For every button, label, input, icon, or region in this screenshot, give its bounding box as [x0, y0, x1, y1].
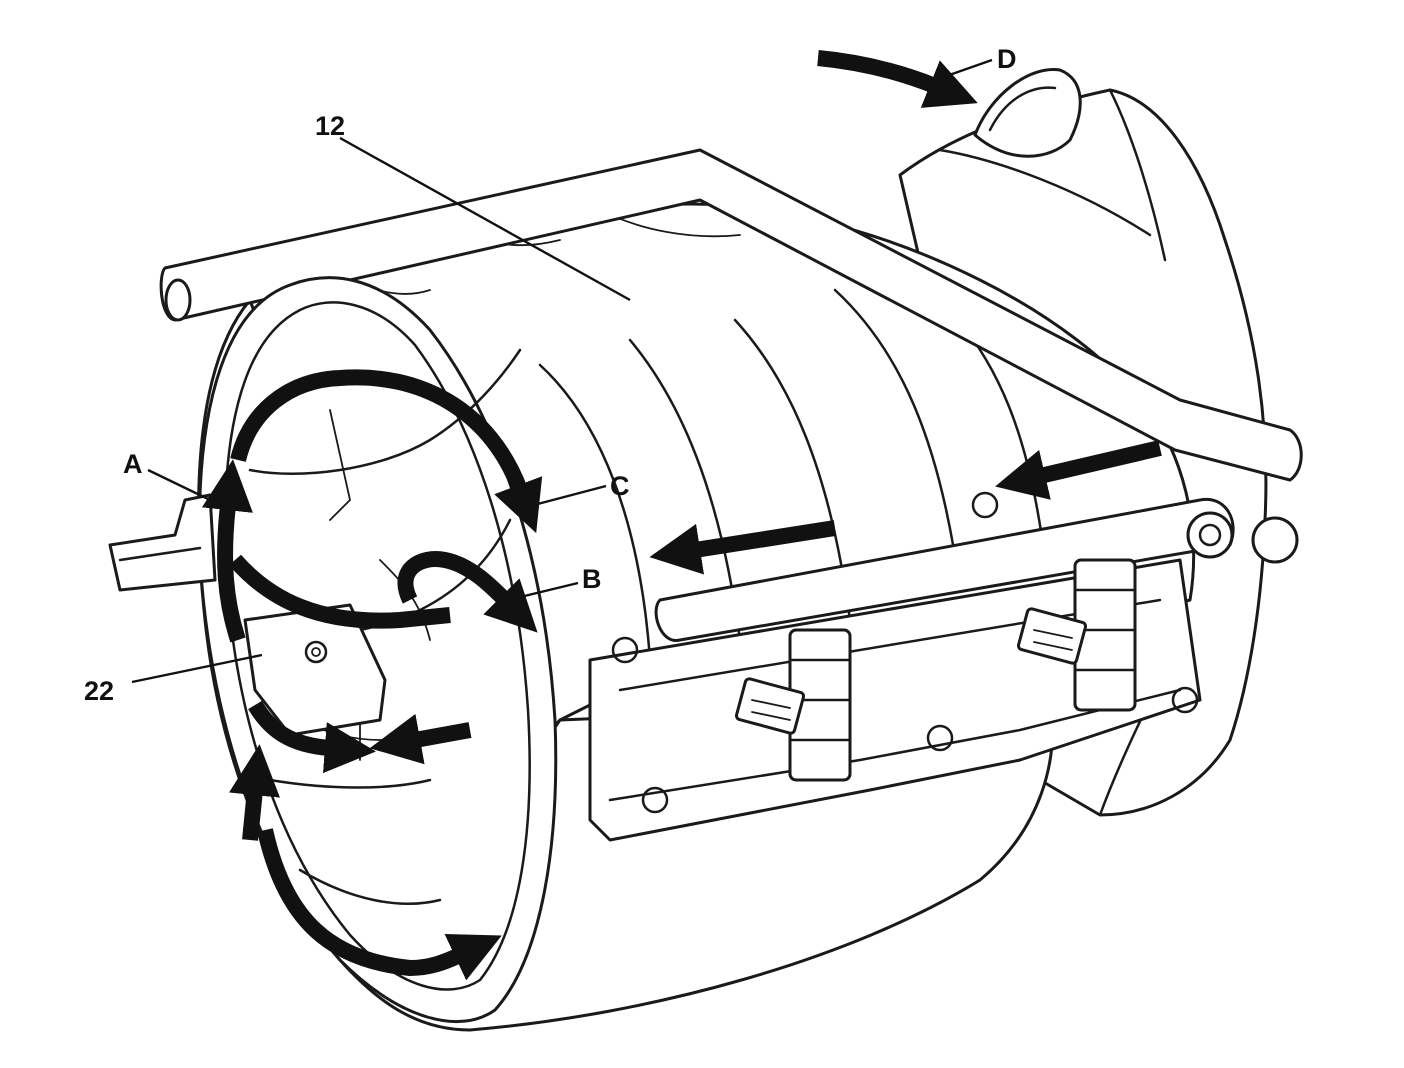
- callout-a: A: [123, 449, 143, 479]
- callout-c: C: [610, 471, 630, 501]
- callout-d: D: [997, 44, 1017, 74]
- vent-tube-loop: [973, 67, 1082, 158]
- airflow-arrow-b-loop: [397, 551, 538, 633]
- airflow-arrow-lower-left: [248, 700, 376, 774]
- fuel-rail-top: [159, 148, 1303, 482]
- leader-lines: [131, 58, 993, 684]
- airflow-arrow-center-runner: [649, 520, 837, 575]
- airflow-arrow-right-runner: [995, 440, 1162, 500]
- airflow-arrow-lower-center: [369, 713, 472, 765]
- fuel-rail-lower: [654, 497, 1299, 642]
- callout-b: B: [582, 564, 602, 594]
- fuel-injector-right: [1016, 558, 1137, 712]
- leader-d: [934, 58, 993, 82]
- leader-12: [339, 136, 631, 302]
- airflow-arrow-d: [817, 50, 978, 108]
- leader-c: [529, 484, 607, 508]
- fuel-injector-left: [734, 628, 852, 782]
- airflow-arrows: [201, 50, 1162, 981]
- airflow-arrow-upper-loop: [230, 369, 543, 534]
- left-bracket: [108, 493, 217, 592]
- leader-22: [131, 653, 263, 684]
- airflow-arrow-bottom-curve: [257, 828, 502, 981]
- leader-a: [147, 468, 236, 514]
- airflow-arrow-a: [201, 459, 253, 643]
- airflow-arrow-through-flap: [228, 554, 451, 629]
- callout-12: 12: [315, 111, 345, 141]
- callout-22: 22: [84, 676, 114, 706]
- airflow-arrow-bottom-start: [229, 744, 280, 841]
- leader-b: [507, 581, 579, 602]
